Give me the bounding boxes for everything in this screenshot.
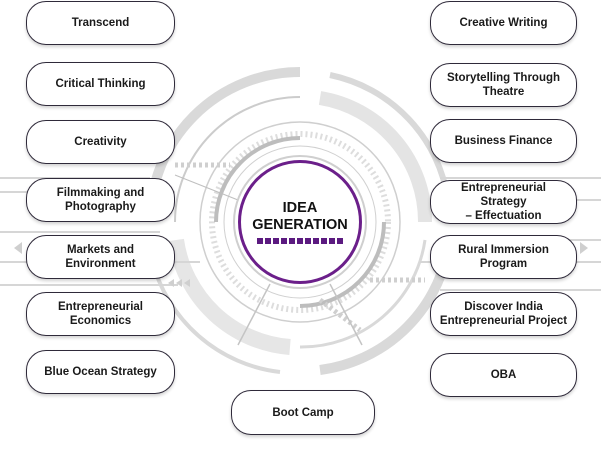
item-label: Rural Immersion Program	[458, 244, 549, 270]
item-discover-india: Discover India Entrepreneurial Project	[430, 292, 577, 336]
item-label: OBA	[490, 369, 517, 381]
item-entrepreneurial-strategy: Entrepreneurial Strategy – Effectuation	[430, 180, 577, 224]
item-label: Filmmaking and Photography	[56, 187, 145, 213]
item-creative-writing: Creative Writing	[430, 1, 577, 45]
item-boot-camp: Boot Camp	[231, 390, 375, 435]
item-blue-ocean-strategy: Blue Ocean Strategy	[26, 350, 175, 394]
item-transcend: Transcend	[26, 1, 175, 45]
item-label: Entrepreneurial Strategy – Effectuation	[461, 182, 546, 222]
item-label: Blue Ocean Strategy	[44, 366, 157, 378]
item-label: Entrepreneurial Economics	[58, 301, 143, 327]
item-storytelling-theatre: Storytelling Through Theatre	[430, 63, 577, 107]
item-rural-immersion: Rural Immersion Program	[430, 235, 577, 279]
item-markets-environment: Markets and Environment	[26, 235, 175, 279]
item-oba: OBA	[430, 353, 577, 397]
item-label: Business Finance	[454, 135, 553, 147]
item-label: Boot Camp	[272, 406, 334, 419]
item-creativity: Creativity	[26, 120, 175, 164]
item-critical-thinking: Critical Thinking	[26, 62, 175, 106]
item-filmmaking-photography: Filmmaking and Photography	[26, 178, 175, 222]
item-label: Critical Thinking	[55, 78, 146, 90]
item-label: Storytelling Through Theatre	[446, 72, 561, 98]
idea-generation-hub: IDEA GENERATION	[238, 160, 362, 284]
item-label: Markets and Environment	[65, 244, 136, 270]
hub-title: IDEA GENERATION	[252, 200, 348, 233]
hub-accent-bar	[257, 238, 343, 244]
item-label: Transcend	[71, 17, 130, 29]
item-label: Discover India Entrepreneurial Project	[439, 301, 568, 327]
item-business-finance: Business Finance	[430, 119, 577, 163]
item-entrepreneurial-economics: Entrepreneurial Economics	[26, 292, 175, 336]
item-label: Creativity	[74, 136, 127, 148]
item-label: Creative Writing	[459, 17, 548, 29]
